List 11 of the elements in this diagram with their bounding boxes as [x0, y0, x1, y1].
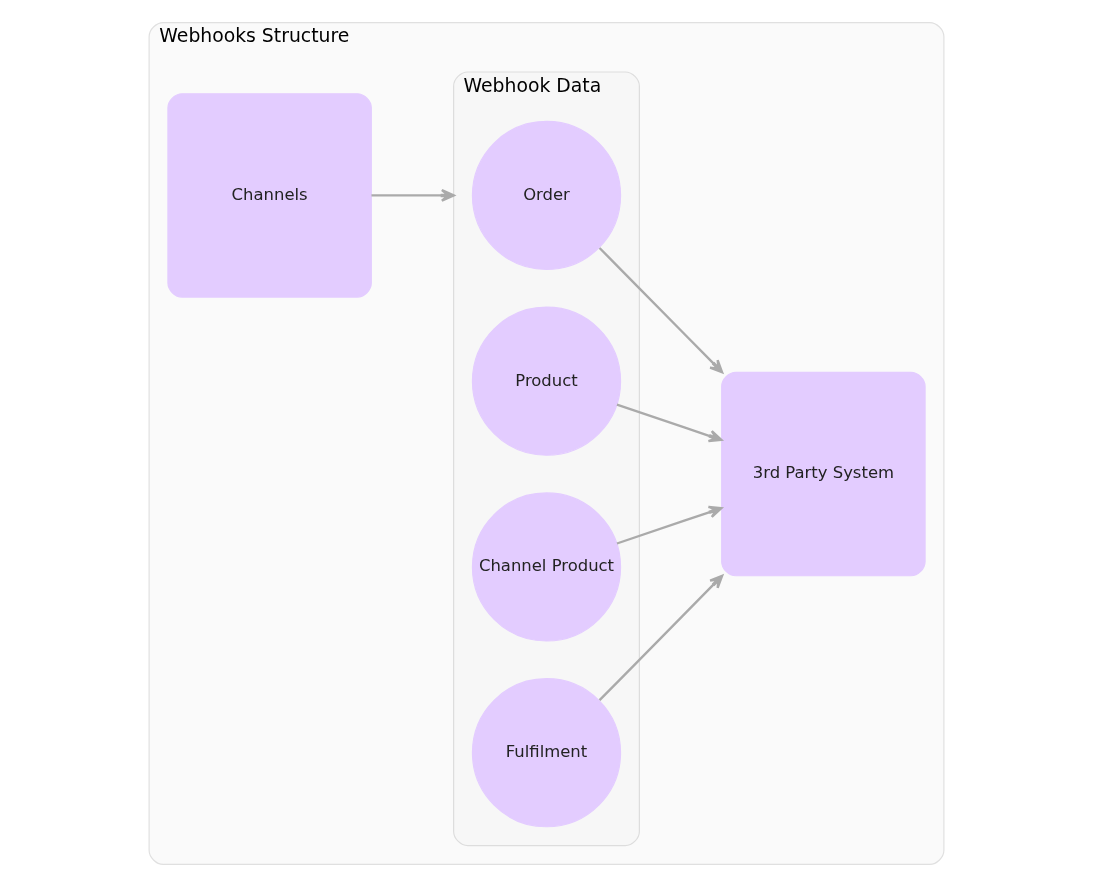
node-circle: Order	[471, 120, 622, 271]
node-box: 3rd Party System	[721, 371, 926, 577]
arrow	[371, 188, 455, 202]
arrow	[598, 574, 724, 701]
arrow	[616, 403, 723, 443]
node-circle: Channel Product	[471, 492, 622, 642]
node-box: Channels	[167, 93, 372, 298]
node-circle: Product	[471, 306, 622, 456]
node-circle: Fulfilment	[471, 678, 622, 828]
arrow	[616, 505, 723, 545]
arrow	[598, 247, 724, 374]
